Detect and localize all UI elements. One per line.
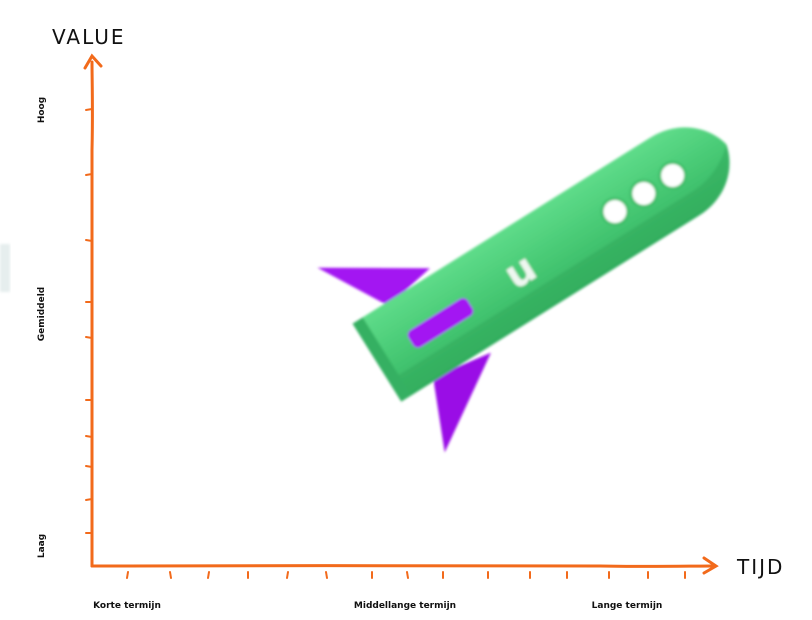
rocket-slot: [407, 298, 474, 348]
edge-artifact: [0, 244, 10, 292]
x-axis-title: TIJD: [736, 555, 784, 579]
rocket-window-3: [658, 161, 688, 191]
rocket-body-shadow: [388, 144, 730, 402]
x-axis-line: [90, 564, 714, 568]
y-axis-arrowhead: [83, 53, 103, 70]
x-period-short: Korte termijn: [93, 601, 161, 611]
rocket-illustration: u: [317, 127, 730, 453]
x-axis-arrowhead: [702, 556, 719, 575]
y-level-high: Hoog: [37, 97, 47, 123]
y-level-low: Laag: [37, 534, 47, 558]
x-period-long: Lange termijn: [592, 601, 663, 611]
rocket-body: [352, 127, 730, 402]
rocket-window-2: [629, 179, 659, 209]
x-axis-ticks: [126, 571, 686, 579]
x-period-medium: Middellange termijn: [354, 601, 456, 611]
y-axis: [83, 53, 103, 568]
rocket-fin-top: [317, 267, 430, 306]
x-axis: [90, 556, 719, 579]
y-axis-title: VALUE: [52, 25, 126, 49]
y-level-mid: Gemiddeld: [37, 287, 47, 341]
y-axis-line: [90, 60, 94, 568]
rocket-tail-ring: [352, 317, 412, 402]
rocket-window-1: [600, 197, 630, 227]
rocket-fin-bottom: [433, 352, 491, 453]
y-axis-ticks: [85, 108, 93, 534]
rocket-windows: [600, 161, 688, 227]
